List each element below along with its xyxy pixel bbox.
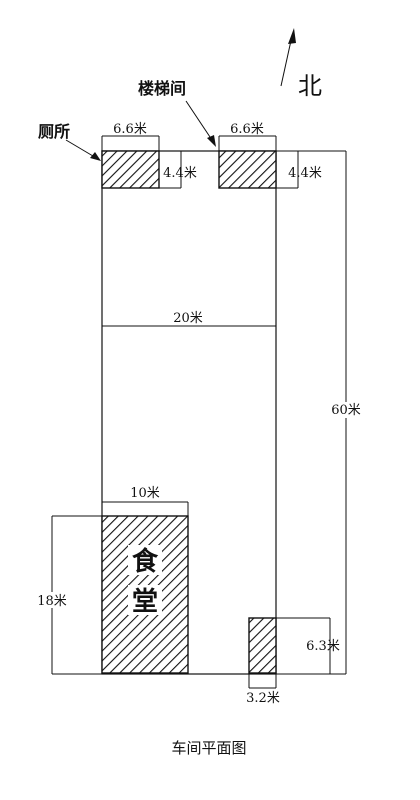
stair-callout-label: 楼梯间 [138, 79, 186, 98]
toilet-callout-arrow [65, 139, 101, 161]
workshop-length-label: 60米 [331, 403, 361, 418]
stairwell-room [218, 150, 277, 189]
small-room-depth-dimension [276, 617, 331, 674]
small-room-width-dimension [248, 674, 277, 689]
toilet-depth-dimension [159, 150, 182, 189]
canteen-label-char-1: 食 [132, 546, 159, 577]
small-room-depth-label: 6.3米 [306, 639, 340, 654]
north-label: 北 [298, 72, 322, 100]
small-room [248, 617, 277, 674]
workshop-outline [101, 150, 277, 675]
canteen-label-char-2: 堂 [132, 587, 158, 617]
toilet-depth-label: 4.4米 [163, 166, 197, 181]
canteen-width-label: 10米 [130, 486, 160, 501]
toilet-room [101, 150, 160, 189]
canteen-label-bg-1 [128, 545, 162, 575]
canteen-room [101, 515, 189, 674]
canteen-length-label-bg [34, 592, 70, 608]
toilet-width-label: 6.6米 [113, 122, 147, 137]
stair-width-dimension [218, 135, 277, 151]
stair-width-label: 6.6米 [230, 122, 264, 137]
workshop-length-label-bg [329, 402, 363, 418]
stair-depth-label: 4.4米 [288, 166, 322, 181]
toilet-callout-label: 厕所 [38, 122, 70, 141]
north-arrow-icon [280, 28, 296, 87]
stair-callout-arrow [185, 100, 216, 147]
canteen-length-label: 18米 [37, 594, 67, 609]
canteen-label-bg-2 [128, 585, 162, 615]
canteen-width-dimension [101, 501, 189, 516]
workshop-width-label: 20米 [173, 311, 203, 326]
small-room-width-label: 3.2米 [246, 691, 280, 706]
toilet-width-dimension [101, 135, 160, 151]
diagram-caption: 车间平面图 [171, 739, 246, 757]
